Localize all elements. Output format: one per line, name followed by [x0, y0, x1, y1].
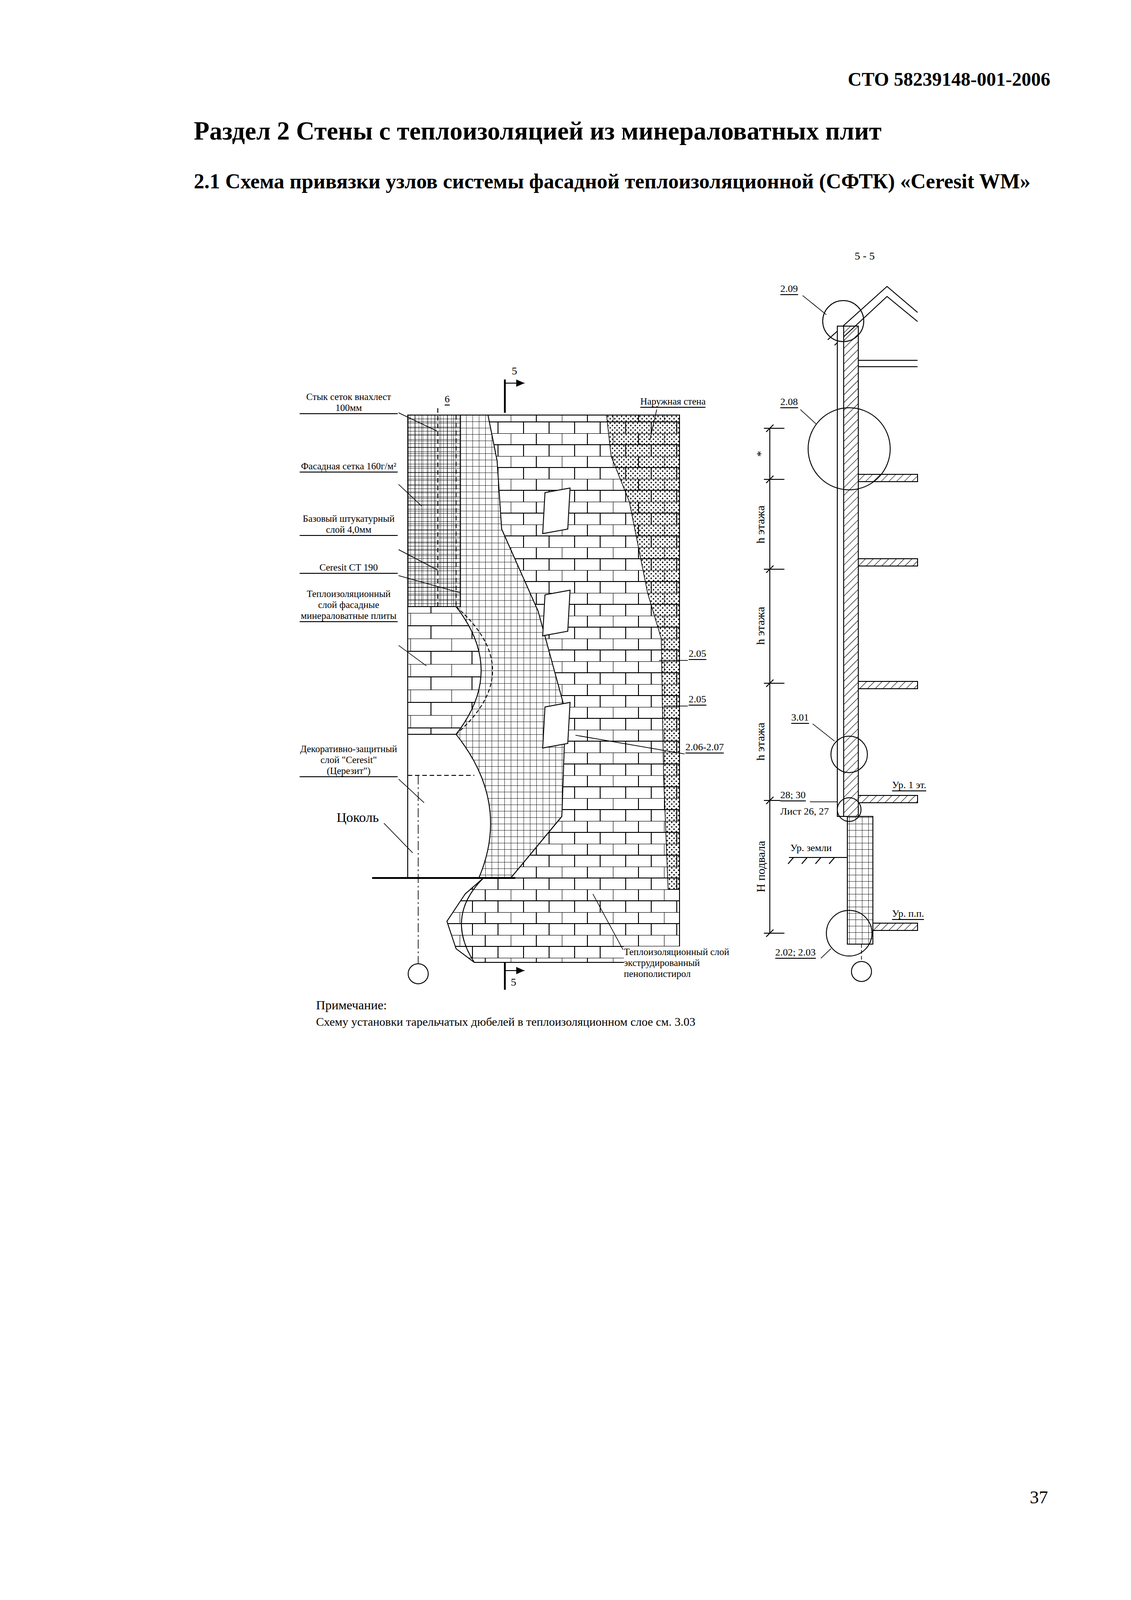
leader-line: [800, 295, 838, 959]
leader-line: [383, 409, 688, 950]
outer-wall-stipple: [606, 415, 680, 890]
detail-circle: [822, 300, 864, 342]
mesh-overlap-line: [437, 408, 457, 607]
reinforcing-mesh: [407, 415, 566, 878]
plaster-edge: [456, 606, 493, 735]
dimension-label: h этажа: [753, 505, 768, 544]
axis-line: [417, 775, 419, 964]
callout-number: 2.09: [780, 282, 799, 296]
layer-label: Базовый штукатурный слой 4,0мм: [299, 513, 398, 536]
floor-slab: [858, 474, 918, 482]
callout-number: 2.06-2.07: [685, 741, 724, 754]
wall-section: [843, 326, 859, 817]
note-heading: Примечание:: [316, 997, 387, 1013]
floor-slab: [858, 558, 918, 566]
dimension-label: h этажа: [753, 722, 768, 761]
xps-edge: [461, 877, 484, 963]
layer-label: Стык сеток внахлест 100мм: [299, 391, 398, 415]
dowel: [542, 487, 571, 534]
callout-number: 2.05: [688, 647, 707, 660]
detail-circle: [837, 797, 862, 822]
decorative-layer: [407, 734, 491, 878]
section-name: 5 - 5: [854, 249, 875, 263]
callout-number: 2.05: [688, 693, 707, 706]
layer-label: Фасадная сетка 160г/м²: [299, 460, 398, 473]
sheet-reference: Лист 26, 27: [780, 805, 830, 817]
mineral-wool-plates: [407, 606, 482, 735]
arrow-head: [516, 379, 525, 975]
figure-caption: 2.1 Схема привязки узлов системы фасадно…: [193, 169, 1111, 194]
document-code: СТО 58239148-001-2006: [847, 68, 1051, 91]
floor-slab: [872, 923, 918, 931]
plate-ground: [407, 606, 482, 735]
dimension-label: h этажа: [753, 606, 768, 645]
dimension-label: H подвала: [753, 840, 768, 893]
axis-bubble: [408, 963, 429, 984]
section-mark-label: 5: [510, 975, 517, 989]
ground-level: [788, 857, 848, 864]
section-mark-label: 5: [511, 364, 518, 378]
layer-label: Теплоизоляционный слой фасадные минерало…: [299, 588, 398, 623]
attic-floor: [858, 360, 918, 367]
note-text: Схему установки тарельчатых дюбелей в те…: [316, 1015, 696, 1029]
section-arrow: [504, 383, 525, 971]
section-title: Раздел 2 Стены с теплоизоляцией из минер…: [193, 116, 882, 146]
section-mark: [503, 379, 506, 990]
layer-label: Декоративно-защитный слой "Ceresit" (Цер…: [299, 743, 398, 778]
floor-slab: [858, 681, 918, 689]
plinth-line: [407, 774, 475, 776]
dowel: [542, 702, 571, 748]
layer-label: Ceresit CT 190: [299, 561, 398, 574]
callout-number: 2.08: [780, 395, 799, 409]
callout-number: 3.01: [791, 711, 810, 724]
level-label: Ур. п.п.: [892, 907, 924, 920]
basement-wall: [847, 816, 873, 945]
page-number: 37: [1029, 1486, 1048, 1508]
axis-bubble: [851, 961, 872, 982]
insulation-section: [837, 326, 844, 817]
dimension-label: *: [753, 450, 768, 457]
facade-mesh: [407, 415, 461, 607]
detail-circle: [808, 407, 891, 490]
mesh-ground: [407, 415, 566, 878]
callout-number: 2.02; 2.03: [775, 946, 816, 959]
level-label: Ур. 1 эт.: [892, 778, 927, 792]
layer-label: Цоколь: [336, 809, 379, 826]
layer-label: Теплоизоляционный слой экструдированный …: [623, 946, 738, 980]
callout-number: 6: [444, 393, 450, 406]
ground-line: [372, 876, 516, 879]
floor-slab: [858, 795, 918, 803]
detail-circle: [826, 910, 872, 956]
detail-circle: [830, 736, 868, 773]
callout-number: 28; 30: [780, 788, 806, 802]
level-label: Ур. земли: [790, 841, 832, 854]
dowel: [542, 590, 571, 636]
layer-label: Наружная стена: [640, 395, 706, 408]
axis-line: [861, 944, 862, 962]
